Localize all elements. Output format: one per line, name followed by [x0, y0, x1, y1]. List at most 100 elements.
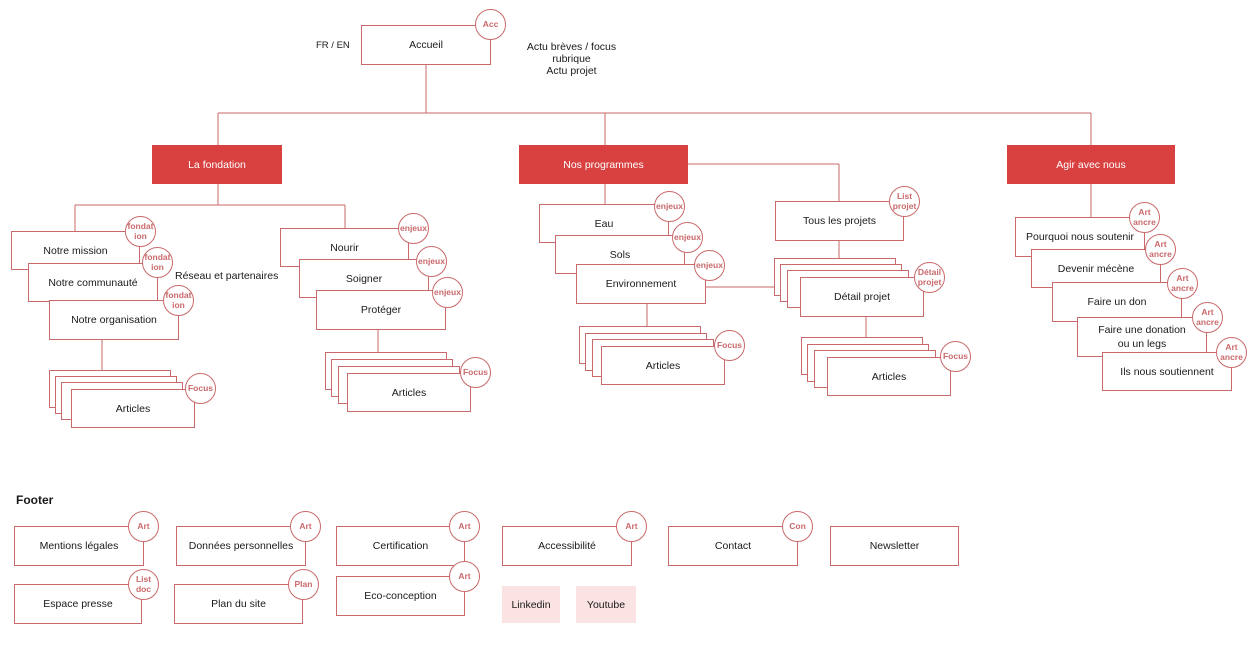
- node-pourquoi-nous-soutenir-label: Pourquoi nous soutenir: [1026, 231, 1134, 243]
- node-faire-une-donation-label-1: Faire une donation: [1098, 324, 1186, 336]
- node-nourir-label: Nourir: [330, 241, 359, 254]
- focus-badge-projet: Focus: [940, 341, 971, 372]
- node-fondation-articles[interactable]: Articles: [71, 389, 195, 428]
- section-agir-avec-nous[interactable]: Agir avec nous: [1007, 145, 1175, 184]
- footer-accessibilite[interactable]: Accessibilité: [502, 526, 632, 566]
- footer-accessibilite-label: Accessibilité: [538, 540, 596, 552]
- section-nos-programmes[interactable]: Nos programmes: [519, 145, 688, 184]
- fondation-badge-communaute: fondat ion: [142, 247, 173, 278]
- node-projet-articles-label: Articles: [871, 370, 907, 383]
- footer-newsletter-label: Newsletter: [869, 540, 920, 552]
- focus-badge-enjeux: Focus: [460, 357, 491, 388]
- art-badge-eco: Art: [449, 561, 480, 592]
- node-sols-label: Sols: [609, 248, 631, 261]
- list-projet-badge: List projet: [889, 186, 920, 217]
- footer-certification-label: Certification: [372, 540, 429, 552]
- home-template-badge: Acc: [475, 9, 506, 40]
- art-ancre-badge-soutiennent: Art ancre: [1216, 337, 1247, 368]
- node-proteger-label: Protéger: [360, 304, 402, 316]
- node-ils-nous-soutiennent[interactable]: Ils nous soutiennent: [1102, 352, 1232, 391]
- home-node[interactable]: Accueil: [361, 25, 491, 65]
- node-notre-organisation[interactable]: Notre organisation: [49, 300, 179, 340]
- plan-badge: Plan: [288, 569, 319, 600]
- home-note: Actu brèves / focus rubrique Actu projet: [509, 41, 634, 77]
- node-programmes-articles[interactable]: Articles: [601, 346, 725, 385]
- focus-badge-programmes: Focus: [714, 330, 745, 361]
- node-environnement[interactable]: Environnement: [576, 264, 706, 304]
- node-tous-les-projets-label: Tous les projets: [803, 215, 876, 227]
- node-notre-communaute[interactable]: Notre communauté: [28, 263, 158, 302]
- node-notre-mission-label: Notre mission: [43, 244, 108, 257]
- enjeux-badge-soigner: enjeux: [416, 246, 447, 277]
- node-notre-communaute-label: Notre communauté: [48, 276, 138, 289]
- node-enjeux-articles[interactable]: Articles: [347, 373, 471, 412]
- footer-eco-conception-label: Eco-conception: [364, 590, 437, 602]
- footer-certification[interactable]: Certification: [336, 526, 465, 566]
- section-nos-programmes-label: Nos programmes: [563, 158, 644, 171]
- node-faire-un-don[interactable]: Faire un don: [1052, 282, 1182, 322]
- node-fondation-articles-label: Articles: [115, 402, 151, 415]
- home-note-line-1: Actu brèves / focus rubrique: [526, 41, 617, 65]
- footer-contact[interactable]: Contact: [668, 526, 798, 566]
- node-eau-label: Eau: [594, 217, 614, 230]
- node-devenir-mecene[interactable]: Devenir mécène: [1031, 249, 1161, 288]
- enjeux-badge-proteger: enjeux: [432, 277, 463, 308]
- node-proteger[interactable]: Protéger: [316, 290, 446, 330]
- focus-badge-fondation: Focus: [185, 373, 216, 404]
- art-badge-accessibilite: Art: [616, 511, 647, 542]
- art-ancre-badge-donation: Art ancre: [1192, 302, 1223, 333]
- art-badge-certification: Art: [449, 511, 480, 542]
- node-tous-les-projets[interactable]: Tous les projets: [775, 201, 904, 241]
- fondation-badge-mission: fondat ion: [125, 216, 156, 247]
- footer-linkedin-label: Linkedin: [511, 598, 551, 611]
- node-detail-projet-label: Détail projet: [833, 291, 891, 303]
- art-badge-mentions: Art: [128, 511, 159, 542]
- fondation-badge-organisation: fondat ion: [163, 285, 194, 316]
- footer-linkedin[interactable]: Linkedin: [502, 586, 560, 623]
- node-soigner-label: Soigner: [345, 272, 383, 285]
- node-faire-un-don-label: Faire un don: [1087, 296, 1147, 308]
- list-doc-badge: List doc: [128, 569, 159, 600]
- section-la-fondation[interactable]: La fondation: [152, 145, 282, 184]
- footer-plan-du-site-label: Plan du site: [211, 598, 266, 610]
- footer-mentions-legales[interactable]: Mentions légales: [14, 526, 144, 566]
- footer-mentions-legales-label: Mentions légales: [39, 540, 119, 552]
- footer-youtube-label: Youtube: [586, 598, 626, 611]
- footer-plan-du-site[interactable]: Plan du site: [174, 584, 303, 624]
- section-la-fondation-label: La fondation: [188, 158, 246, 171]
- art-ancre-badge-don: Art ancre: [1167, 268, 1198, 299]
- footer-donnees-personnelles[interactable]: Données personnelles: [176, 526, 306, 566]
- enjeux-badge-sols: enjeux: [672, 222, 703, 253]
- footer-espace-presse-label: Espace presse: [43, 598, 113, 610]
- enjeux-badge-eau: enjeux: [654, 191, 685, 222]
- footer-newsletter[interactable]: Newsletter: [830, 526, 959, 566]
- footer-donnees-personnelles-label: Données personnelles: [188, 540, 294, 552]
- node-ils-nous-soutiennent-label: Ils nous soutiennent: [1120, 365, 1214, 378]
- node-faire-une-donation[interactable]: Faire une donation ou un legs: [1077, 317, 1207, 357]
- footer-youtube[interactable]: Youtube: [576, 586, 636, 623]
- art-ancre-badge-mecene: Art ancre: [1145, 234, 1176, 265]
- footer-eco-conception[interactable]: Eco-conception: [336, 576, 465, 616]
- con-badge-contact: Con: [782, 511, 813, 542]
- footer-contact-label: Contact: [714, 540, 752, 552]
- enjeux-badge-environnement: enjeux: [694, 250, 725, 281]
- node-projet-articles[interactable]: Articles: [827, 357, 951, 396]
- node-notre-organisation-label: Notre organisation: [71, 314, 157, 326]
- footer-espace-presse[interactable]: Espace presse: [14, 584, 142, 624]
- home-note-line-2: Actu projet: [546, 65, 597, 77]
- node-faire-une-donation-label-2: ou un legs: [1117, 338, 1167, 350]
- footer-title: Footer: [16, 493, 54, 507]
- art-ancre-badge-pourquoi: Art ancre: [1129, 202, 1160, 233]
- enjeux-badge-nourir: enjeux: [398, 213, 429, 244]
- node-detail-projet[interactable]: Détail projet: [800, 277, 924, 317]
- home-label: Accueil: [409, 39, 443, 51]
- node-environnement-label: Environnement: [605, 278, 677, 290]
- node-programmes-articles-label: Articles: [645, 359, 681, 372]
- detail-projet-badge: Détail projet: [914, 262, 945, 293]
- art-badge-donnees: Art: [290, 511, 321, 542]
- language-switch[interactable]: FR / EN: [316, 40, 350, 51]
- reseau-partenaires-label: Réseau et partenaires: [175, 270, 279, 282]
- node-devenir-mecene-label: Devenir mécène: [1057, 262, 1135, 275]
- node-enjeux-articles-label: Articles: [391, 386, 427, 399]
